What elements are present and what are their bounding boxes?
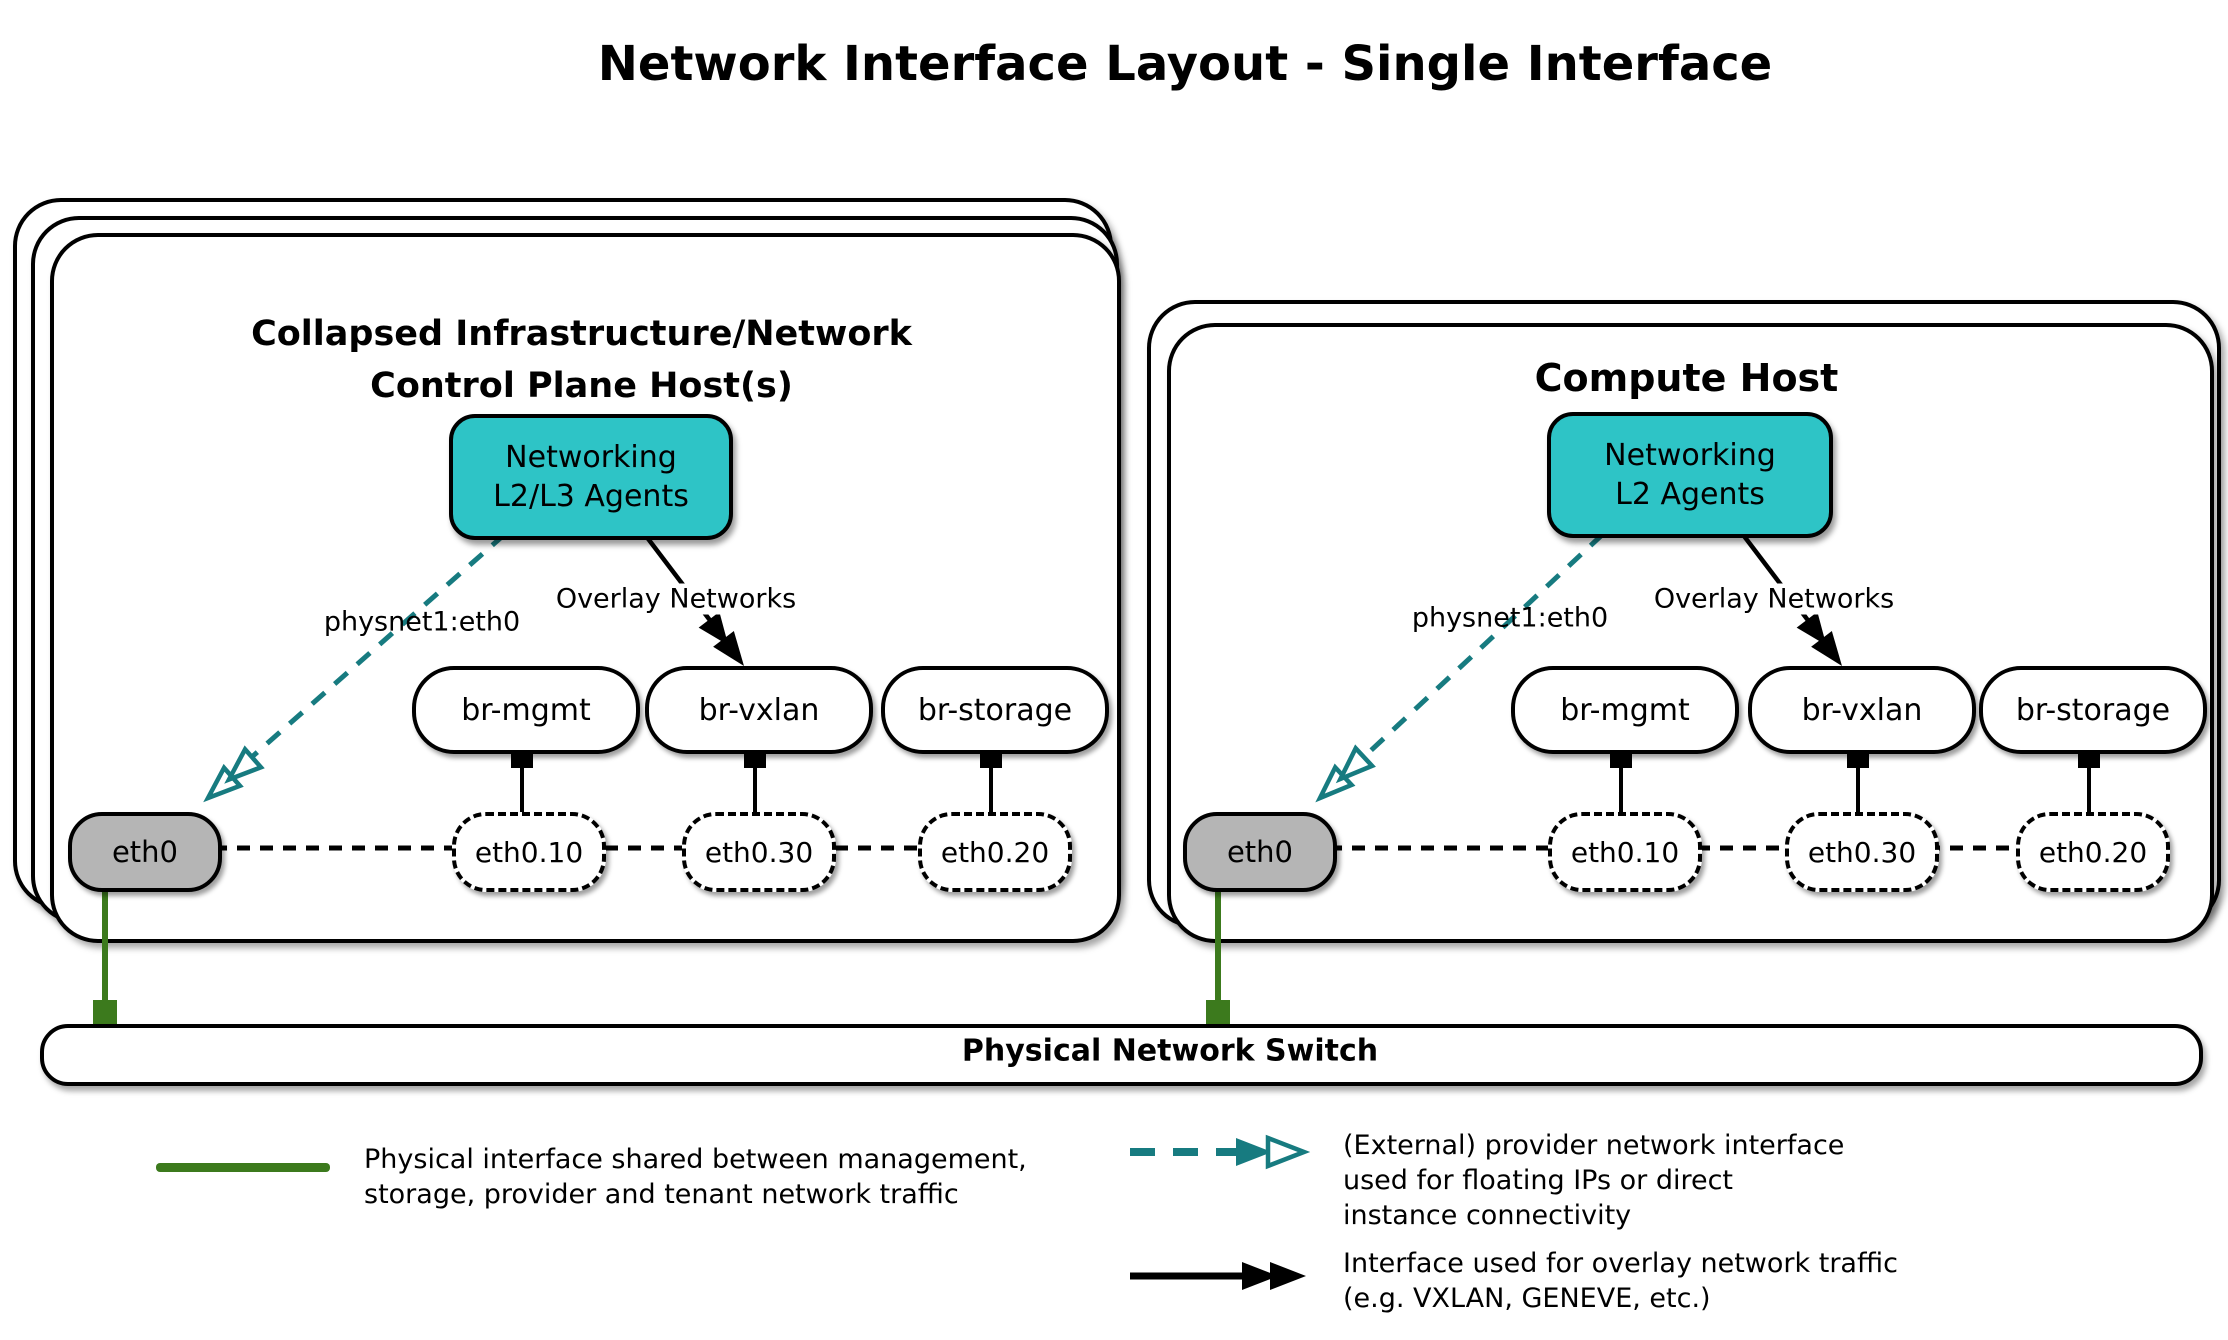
interface-label: eth0.30 (1807, 835, 1917, 869)
compute-provider-label: physnet1:eth0 (1411, 602, 1609, 634)
legend-overlay-arrow-icon (1130, 1262, 1306, 1290)
compute-overlay-label: Overlay Networks (1649, 583, 1899, 615)
legend-line: storage, provider and tenant network tra… (364, 1179, 959, 1210)
compute-vlan-eth0-30: eth0.30 (1785, 812, 1939, 892)
interface-label: eth0.20 (940, 835, 1050, 869)
control-agent-line2: L2/L3 Agents (493, 479, 689, 514)
control-host-title-line2: Control Plane Host(s) (370, 366, 793, 406)
interface-label: eth0 (111, 835, 179, 869)
physical-switch-bar (40, 1024, 2203, 1086)
bridge-label: br-storage (917, 692, 1073, 728)
compute-agent-line2: L2 Agents (1615, 477, 1765, 512)
bridge-label: br-mgmt (461, 692, 591, 728)
legend-provider-text: (External) provider network interface us… (1343, 1128, 1844, 1233)
bridge-label: br-vxlan (1801, 692, 1923, 728)
legend-line: Physical interface shared between manage… (364, 1144, 1027, 1175)
control-host-title-line1: Collapsed Infrastructure/Network (251, 314, 912, 354)
control-agent-line1: Networking (505, 440, 677, 475)
interface-label: eth0.10 (474, 835, 584, 869)
bridge-label: br-storage (2015, 692, 2171, 728)
control-overlay-label: Overlay Networks (551, 583, 801, 615)
legend-line: Interface used for overlay network traff… (1343, 1248, 1898, 1279)
interface-label: eth0.10 (1570, 835, 1680, 869)
bridge-label: br-vxlan (698, 692, 820, 728)
legend-line: instance connectivity (1343, 1200, 1632, 1231)
control-vlan-eth0-30: eth0.30 (682, 812, 836, 892)
control-vlan-eth0-20: eth0.20 (918, 812, 1072, 892)
control-provider-label: physnet1:eth0 (323, 606, 521, 638)
legend-line: (External) provider network interface (1343, 1130, 1845, 1161)
legend-provider-arrow-icon (1130, 1134, 1311, 1170)
legend-line: used for floating IPs or direct (1343, 1165, 1734, 1196)
legend-overlay-text: Interface used for overlay network traff… (1343, 1246, 1898, 1316)
physical-switch-label: Physical Network Switch (961, 1033, 1379, 1069)
legend-line: (e.g. VXLAN, GENEVE, etc.) (1343, 1283, 1711, 1314)
compute-vlan-eth0-20: eth0.20 (2016, 812, 2170, 892)
interface-label: eth0.20 (2038, 835, 2148, 869)
legend-physical-text: Physical interface shared between manage… (364, 1142, 1027, 1212)
control-bridge-br-storage: br-storage (881, 666, 1109, 754)
control-bridge-br-mgmt: br-mgmt (412, 666, 640, 754)
control-interface-eth0: eth0 (68, 812, 222, 892)
control-bridge-br-vxlan: br-vxlan (645, 666, 873, 754)
physical-link-legend-swatch (156, 1163, 330, 1172)
compute-agent-box: Networking L2 Agents (1547, 412, 1833, 538)
compute-agent-line1: Networking (1604, 438, 1776, 473)
compute-host-title-line1: Compute Host (1534, 356, 1839, 400)
compute-bridge-br-mgmt: br-mgmt (1511, 666, 1739, 754)
bridge-label: br-mgmt (1560, 692, 1690, 728)
compute-host-title: Compute Host (1167, 352, 2206, 404)
compute-bridge-br-vxlan: br-vxlan (1748, 666, 1976, 754)
control-host-title: Collapsed Infrastructure/Network Control… (50, 308, 1113, 412)
interface-label: eth0 (1226, 835, 1294, 869)
compute-interface-eth0: eth0 (1183, 812, 1337, 892)
compute-bridge-br-storage: br-storage (1979, 666, 2207, 754)
interface-label: eth0.30 (704, 835, 814, 869)
compute-vlan-eth0-10: eth0.10 (1548, 812, 1702, 892)
control-agent-box: Networking L2/L3 Agents (449, 414, 733, 540)
control-vlan-eth0-10: eth0.10 (452, 812, 606, 892)
page-title: Network Interface Layout - Single Interf… (597, 36, 1773, 92)
